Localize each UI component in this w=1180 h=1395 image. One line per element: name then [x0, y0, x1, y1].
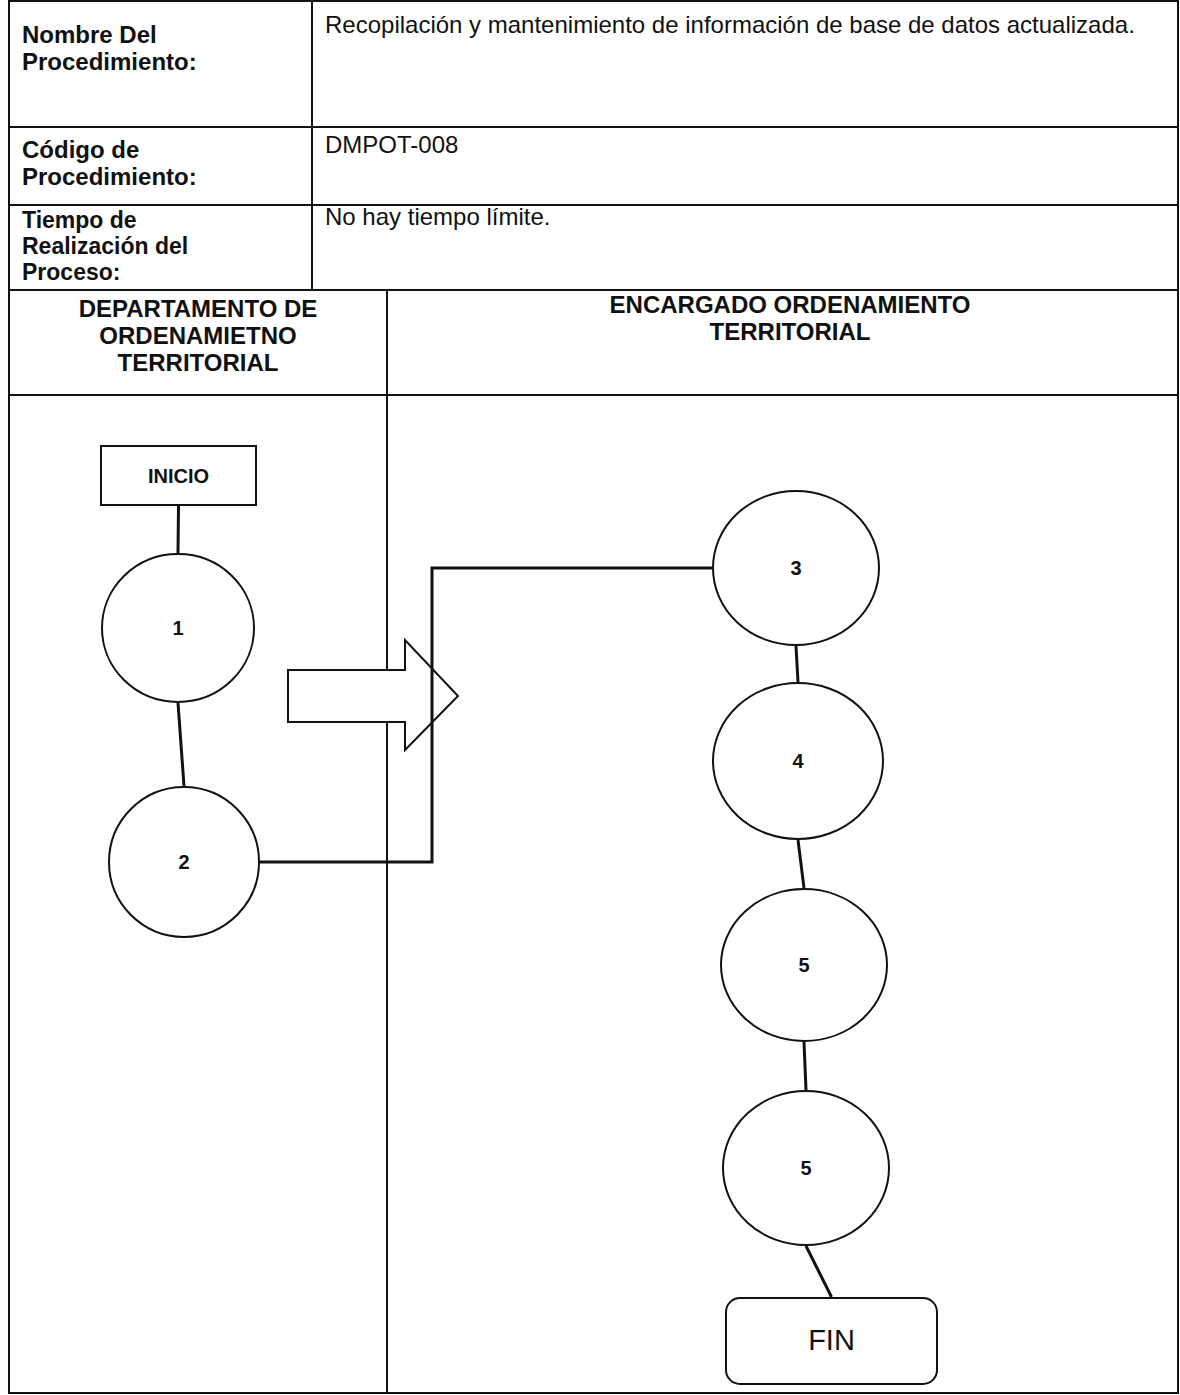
node-text: 5 — [800, 1157, 811, 1179]
node-label: 5 — [800, 1157, 811, 1179]
field-value: No hay tiempo límite. — [325, 204, 1170, 231]
flow-connector — [798, 840, 804, 888]
field-label: Tiempo de Realización del Proceso: — [22, 208, 252, 285]
node-label: 1 — [172, 617, 183, 639]
outline-shape — [109, 787, 259, 937]
node-label: 2 — [178, 851, 189, 873]
field-label: Código de Procedimiento: — [22, 137, 302, 191]
flow-connector — [260, 568, 712, 862]
node-label: 4 — [792, 750, 803, 772]
node-label: FIN — [808, 1325, 855, 1357]
flow-connector — [796, 646, 798, 682]
node-text: 5 — [798, 954, 809, 976]
node-text: INICIO — [148, 465, 209, 487]
node-label: INICIO — [148, 465, 209, 487]
outline-shape — [101, 446, 256, 505]
node-text: 2 — [178, 851, 189, 873]
outline-shape — [726, 1298, 937, 1384]
outline-shape — [102, 554, 254, 702]
flow-connector — [804, 1042, 806, 1090]
node-text: 4 — [792, 750, 803, 772]
start-box: INICIO — [100, 445, 257, 506]
step-circle: 3 — [712, 490, 880, 646]
row-line — [9, 394, 1178, 396]
column-line — [311, 1, 313, 290]
step-circle: 2 — [108, 786, 260, 938]
flow-connector — [178, 703, 184, 786]
step-circle: 4 — [712, 682, 884, 840]
step-circle: 5 — [720, 888, 888, 1042]
node-text: 3 — [790, 557, 801, 579]
lane-divider — [386, 290, 388, 1393]
node-text: FIN — [808, 1325, 855, 1357]
lane-header: DEPARTAMENTO DE ORDENAMIETNO TERRITORIAL — [20, 296, 376, 377]
outline-shape — [721, 889, 887, 1041]
step-circle: 1 — [101, 553, 255, 703]
outline-shape — [713, 491, 879, 645]
node-text: 1 — [172, 617, 183, 639]
lane-header: ENCARGADO ORDENAMIENTO TERRITORIAL — [560, 292, 1020, 346]
node-label: 5 — [798, 954, 809, 976]
field-label: Nombre Del Procedimiento: — [22, 22, 302, 76]
row-line — [9, 289, 1178, 291]
outline-shape — [713, 683, 883, 839]
flow-connector — [177, 506, 181, 553]
outline-shape — [723, 1091, 889, 1245]
flow-connector — [806, 1246, 832, 1297]
step-circle: 5 — [722, 1090, 890, 1246]
node-label: 3 — [790, 557, 801, 579]
row-line — [9, 126, 1178, 128]
field-value: Recopilación y mantenimiento de informac… — [325, 12, 1170, 39]
end-terminal: FIN — [725, 1297, 938, 1385]
row-line — [9, 204, 1178, 206]
table-border — [9, 1, 1178, 1393]
field-value: DMPOT-008 — [325, 132, 1170, 159]
